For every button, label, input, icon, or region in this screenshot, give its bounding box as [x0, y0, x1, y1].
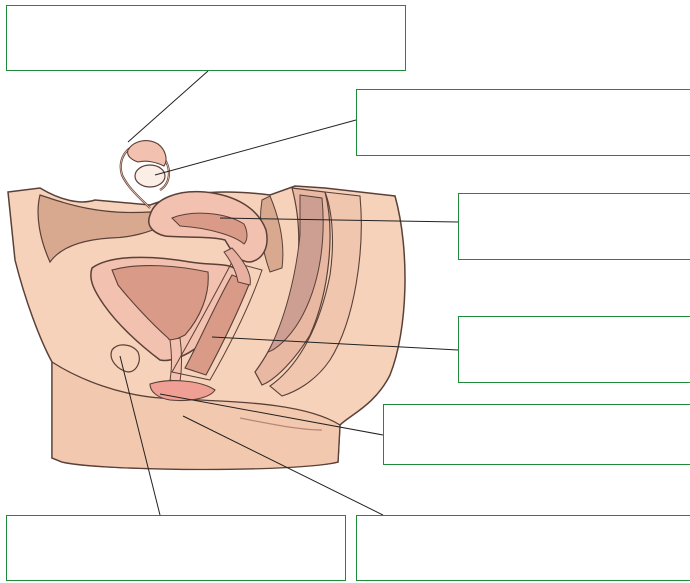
label-box-vagina[interactable]	[383, 404, 690, 465]
label-box-vaginal-opening[interactable]	[356, 515, 690, 581]
label-box-cervix[interactable]	[458, 316, 690, 383]
label-box-oviduct[interactable]	[356, 89, 690, 156]
ovary	[135, 165, 165, 187]
leader-ovary	[128, 71, 208, 142]
urethra	[170, 338, 182, 382]
label-box-ovary[interactable]	[6, 5, 406, 71]
label-box-bladder[interactable]	[6, 515, 346, 581]
leader-oviduct	[155, 120, 356, 175]
label-box-uterus[interactable]	[458, 193, 690, 260]
fimbriae	[128, 141, 166, 166]
